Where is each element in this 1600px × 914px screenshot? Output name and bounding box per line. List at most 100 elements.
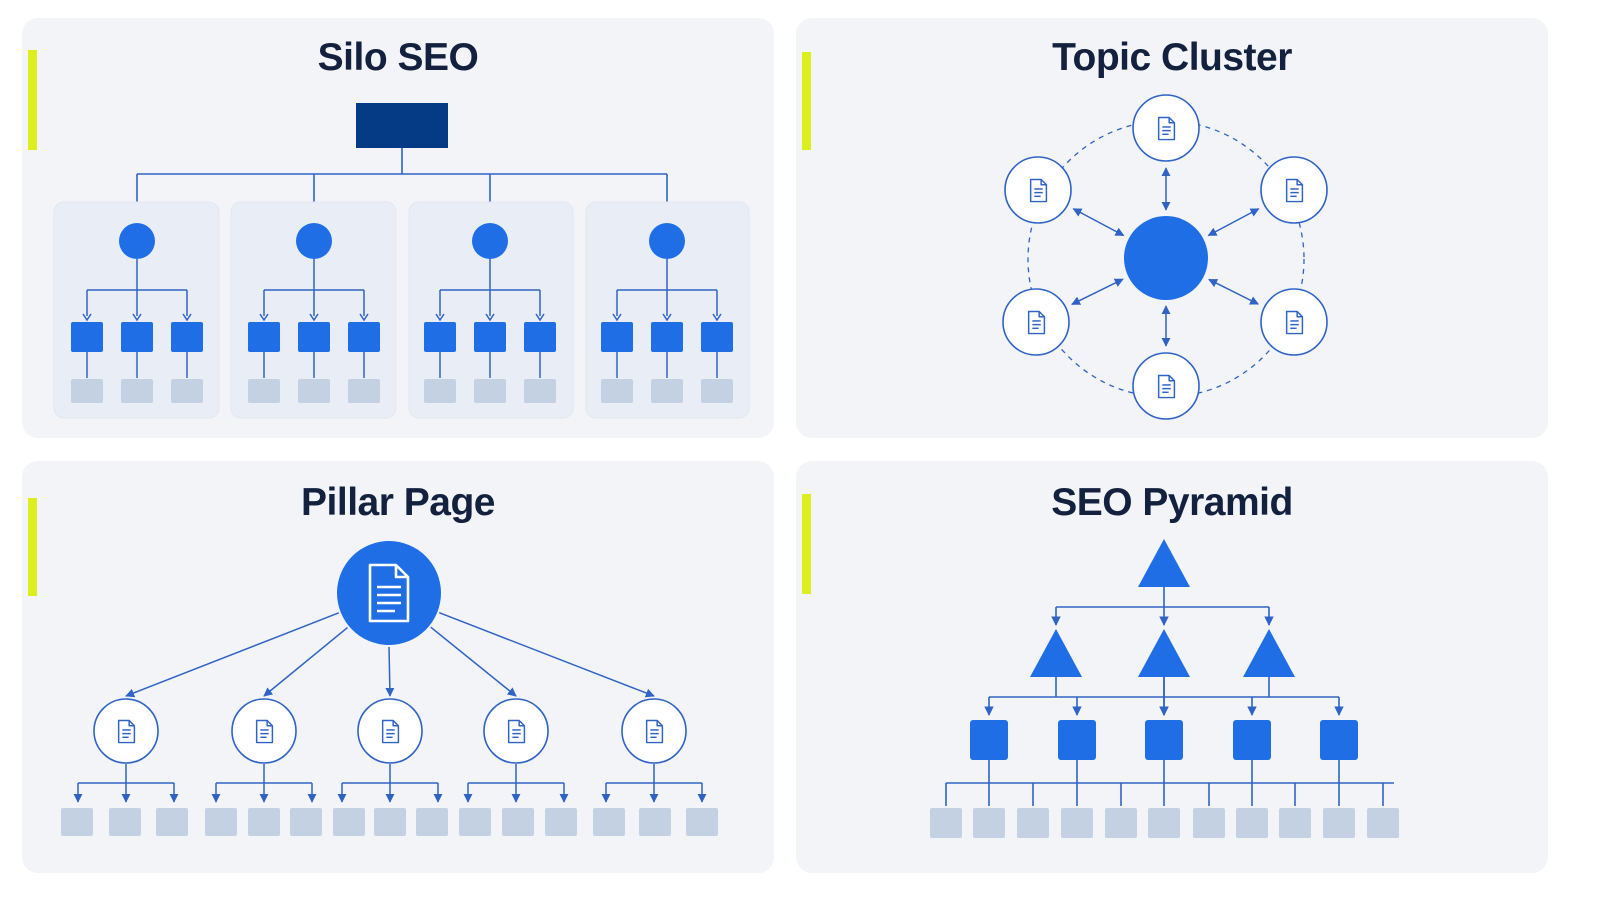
pyramid-tier-3-page bbox=[970, 720, 1008, 760]
cluster-spoke-5 bbox=[1071, 278, 1124, 306]
pyramid-tier-3-page bbox=[1058, 720, 1096, 760]
silo-subpage bbox=[298, 322, 330, 352]
pyramid-tier-3-page bbox=[1233, 720, 1271, 760]
document-icon bbox=[1285, 310, 1304, 335]
silo-subpage bbox=[474, 322, 506, 352]
cluster-spoke-6 bbox=[1072, 208, 1125, 237]
accent-bar bbox=[802, 52, 811, 150]
silo-category-node bbox=[472, 223, 508, 259]
pillar-leaf-page bbox=[156, 808, 188, 836]
pyramid-leaf-page bbox=[930, 808, 962, 838]
seo-pyramid-diagram bbox=[930, 539, 1399, 838]
pillar-main-page bbox=[337, 541, 441, 645]
document-icon bbox=[1157, 116, 1176, 141]
cluster-spoke-3 bbox=[1208, 278, 1260, 305]
silo-seo-panel: Silo SEO bbox=[22, 18, 774, 438]
silo-connectors bbox=[435, 259, 545, 378]
pyramid-leaf-page bbox=[1323, 808, 1355, 838]
silo-leaf-page bbox=[71, 379, 103, 403]
pyramid-leaf-page bbox=[973, 808, 1005, 838]
pyramid-leaf-page bbox=[1061, 808, 1093, 838]
silo-connectors bbox=[82, 259, 192, 378]
silo-leaf-page bbox=[601, 379, 633, 403]
page-node bbox=[1260, 156, 1328, 224]
pillar-page-diagram bbox=[61, 541, 718, 836]
pillar-subconnector bbox=[211, 764, 317, 803]
pillar-link-4 bbox=[430, 626, 517, 697]
page-node bbox=[621, 698, 687, 764]
pillar-link-1 bbox=[125, 612, 340, 698]
pyramid-leaf-page bbox=[1017, 808, 1049, 838]
document-icon bbox=[645, 719, 664, 744]
silo-leaf-page bbox=[651, 379, 683, 403]
silo-subpage bbox=[601, 322, 633, 352]
panel-title-pyramid: SEO Pyramid bbox=[1051, 481, 1293, 524]
silo-category-node bbox=[119, 223, 155, 259]
document-icon bbox=[1029, 178, 1048, 203]
silo-group-box bbox=[408, 201, 574, 419]
document-icon bbox=[117, 719, 136, 744]
pyramid-tier-2-node bbox=[1030, 629, 1082, 677]
page-node bbox=[1132, 94, 1200, 162]
accent-bar bbox=[802, 494, 811, 594]
silo-category-node bbox=[649, 223, 685, 259]
pillar-leaf-page bbox=[205, 808, 237, 836]
pillar-leaf-page bbox=[374, 808, 406, 836]
silo-group-1 bbox=[53, 201, 220, 419]
pillar-subconnector bbox=[463, 764, 569, 803]
silo-subpage bbox=[171, 322, 203, 352]
pillar-link-2 bbox=[263, 626, 348, 697]
silo-leaf-page bbox=[474, 379, 506, 403]
silo-leaf-page bbox=[424, 379, 456, 403]
silo-subpage bbox=[248, 322, 280, 352]
document-icon bbox=[1157, 374, 1176, 399]
silo-subpage bbox=[348, 322, 380, 352]
pyramid-top-node bbox=[1138, 539, 1190, 587]
pyramid-leaf-page bbox=[1279, 808, 1311, 838]
pyramid-leaf-page bbox=[1193, 808, 1225, 838]
pillar-leaf-page bbox=[502, 808, 534, 836]
large-document-icon bbox=[368, 563, 410, 623]
page-node bbox=[231, 698, 297, 764]
silo-group-3 bbox=[408, 201, 574, 419]
silo-subpage bbox=[701, 322, 733, 352]
silo-group-4 bbox=[585, 201, 750, 419]
silo-subpage bbox=[524, 322, 556, 352]
silo-subpage bbox=[424, 322, 456, 352]
page-node bbox=[357, 698, 423, 764]
page-node bbox=[1132, 352, 1200, 420]
pillar-leaf-page bbox=[333, 808, 365, 836]
document-icon bbox=[1285, 178, 1304, 203]
silo-category-node bbox=[296, 223, 332, 259]
pillar-leaf-page bbox=[459, 808, 491, 836]
pillar-leaf-page bbox=[593, 808, 625, 836]
document-icon bbox=[381, 719, 400, 744]
pillar-link-3 bbox=[385, 646, 395, 697]
silo-connectors bbox=[612, 259, 722, 378]
pillar-subconnector bbox=[601, 764, 707, 803]
page-node bbox=[1004, 156, 1072, 224]
silo-connectors bbox=[259, 259, 369, 378]
pillar-leaf-page bbox=[248, 808, 280, 836]
pyramid-tier-3-page bbox=[1320, 720, 1358, 760]
topic-cluster-panel: Topic Cluster bbox=[796, 18, 1548, 438]
panel-title-silo: Silo SEO bbox=[317, 36, 479, 79]
silo-subpage bbox=[121, 322, 153, 352]
silo-leaf-page bbox=[248, 379, 280, 403]
panel-title-pillar: Pillar Page bbox=[301, 481, 495, 524]
pyramid-tier-2-node bbox=[1138, 629, 1190, 677]
pillar-leaf-page bbox=[290, 808, 322, 836]
document-icon bbox=[255, 719, 274, 744]
silo-diagram bbox=[53, 103, 750, 419]
panel-title-cluster: Topic Cluster bbox=[1052, 36, 1292, 79]
silo-subpage bbox=[71, 322, 103, 352]
pyramid-leaf-page bbox=[1236, 808, 1268, 838]
pillar-leaf-page bbox=[416, 808, 448, 836]
pillar-leaf-page bbox=[545, 808, 577, 836]
silo-group-2 bbox=[230, 201, 397, 419]
pillar-leaf-page bbox=[639, 808, 671, 836]
cluster-spoke-2 bbox=[1207, 208, 1260, 237]
silo-leaf-page bbox=[701, 379, 733, 403]
pyramid-tier-3-page bbox=[1145, 720, 1183, 760]
accent-bar bbox=[28, 50, 37, 150]
